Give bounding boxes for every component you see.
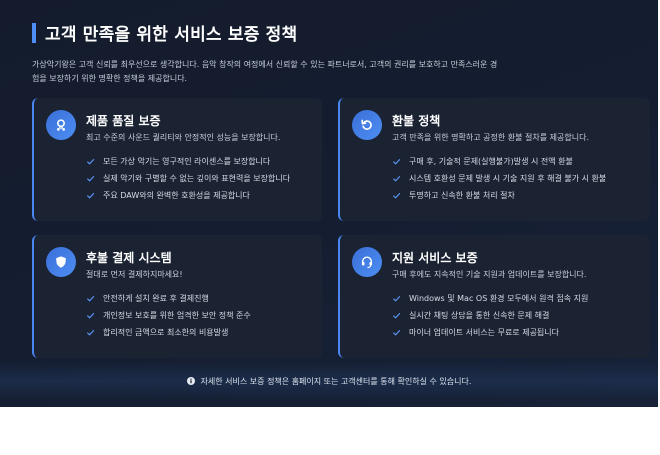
list-item-text: Windows 및 Mac OS 환경 모두에서 원격 접속 지원 [409, 294, 589, 303]
intro-text: 가상악기왕은 고객 신뢰를 최우선으로 생각합니다. 음악 창작의 여정에서 신… [32, 60, 498, 83]
list-item: 개인정보 보호를 위한 엄격한 보안 정책 준수 [86, 307, 251, 324]
list-item: 마이너 업데이트 서비스는 무료로 제공됩니다 [392, 324, 588, 341]
card-feature-list: 안전하게 설치 완료 후 결제진행 개인정보 보호를 위한 엄격한 보안 정책 … [86, 290, 251, 341]
card-deferred-payment: 후불 결제 시스템 절대로 먼저 결제하지마세요! 안전하게 설치 완료 후 결… [32, 235, 322, 358]
service-guarantee-panel: 고객 만족을 위한 서비스 보증 정책 가상악기왕은 고객 신뢰를 최우선으로 … [0, 0, 658, 407]
card-feature-list: Windows 및 Mac OS 환경 모두에서 원격 접속 지원 실시간 채팅… [392, 290, 588, 341]
list-item: 구매 후, 기술적 문제(실행불가)발생 시 전액 환불 [392, 153, 606, 170]
award-icon [46, 110, 76, 140]
list-item-text: 구매 후, 기술적 문제(실행불가)발생 시 전액 환불 [409, 157, 573, 166]
check-icon [86, 174, 95, 183]
list-item-text: 합리적인 금액으로 최소한의 비용발생 [103, 328, 229, 337]
card-feature-list: 모든 가상 악기는 영구적인 라이센스를 보장합니다 실제 악기와 구별할 수 … [86, 153, 290, 204]
check-icon [86, 294, 95, 303]
check-icon [392, 174, 401, 183]
list-item-text: 시스템 호환성 문제 발생 시 기술 지원 후 해결 불가 시 환불 [409, 174, 607, 183]
check-icon [392, 328, 401, 337]
list-item: 안전하게 설치 완료 후 결제진행 [86, 290, 251, 307]
list-item: 주요 DAW와의 완벽한 호환성을 제공합니다 [86, 187, 290, 204]
page-title: 고객 만족을 위한 서비스 보증 정책 [45, 25, 298, 45]
list-item-text: 실제 악기와 구별할 수 없는 깊이와 표현력을 보장합니다 [103, 174, 291, 183]
check-icon [392, 157, 401, 166]
list-item: 실시간 채팅 상담을 통한 신속한 문제 해결 [392, 307, 588, 324]
list-item-text: 안전하게 설치 완료 후 결제진행 [103, 294, 209, 303]
card-description: 고객 만족을 위한 명확하고 공정한 환불 절차를 제공합니다. [392, 133, 589, 142]
list-item: 모든 가상 악기는 영구적인 라이센스를 보장합니다 [86, 153, 290, 170]
card-title: 지원 서비스 보증 [392, 251, 478, 265]
check-icon [86, 328, 95, 337]
card-support-service: 지원 서비스 보증 구매 후에도 지속적인 기술 지원과 업데이트를 보장합니다… [338, 235, 650, 358]
list-item: 실제 악기와 구별할 수 없는 깊이와 표현력을 보장합니다 [86, 170, 290, 187]
title-accent-bar [32, 22, 36, 43]
list-item-text: 개인정보 보호를 위한 엄격한 보안 정책 준수 [103, 311, 251, 320]
list-item-text: 모든 가상 악기는 영구적인 라이센스를 보장합니다 [103, 157, 271, 166]
card-feature-list: 구매 후, 기술적 문제(실행불가)발생 시 전액 환불 시스템 호환성 문제 … [392, 153, 606, 204]
footer-text: 자세한 서비스 보증 정책은 홈페이지 또는 고객센터를 통해 확인하실 수 있… [200, 376, 472, 386]
card-title: 제품 품질 보증 [86, 114, 161, 128]
list-item: 투명하고 신속한 환불 처리 절차 [392, 187, 606, 204]
headset-icon [352, 247, 382, 277]
card-title: 후불 결제 시스템 [86, 251, 172, 265]
list-item-text: 마이너 업데이트 서비스는 무료로 제공됩니다 [409, 328, 560, 337]
card-product-quality: 제품 품질 보증 최고 수준의 사운드 퀄리티와 안정적인 성능을 보장합니다.… [32, 98, 322, 221]
list-item-text: 주요 DAW와의 완벽한 호환성을 제공합니다 [103, 191, 250, 200]
check-icon [392, 294, 401, 303]
check-icon [86, 311, 95, 320]
page-header: 고객 만족을 위한 서비스 보증 정책 [32, 20, 297, 45]
list-item: 합리적인 금액으로 최소한의 비용발생 [86, 324, 251, 341]
check-icon [392, 191, 401, 200]
check-icon [86, 157, 95, 166]
list-item: 시스템 호환성 문제 발생 시 기술 지원 후 해결 불가 시 환불 [392, 170, 606, 187]
check-icon [86, 191, 95, 200]
list-item-text: 투명하고 신속한 환불 처리 절차 [409, 191, 515, 200]
card-title: 환불 정책 [392, 114, 441, 128]
list-item: Windows 및 Mac OS 환경 모두에서 원격 접속 지원 [392, 290, 588, 307]
footer-notice: 자세한 서비스 보증 정책은 홈페이지 또는 고객센터를 통해 확인하실 수 있… [0, 362, 658, 400]
list-item-text: 실시간 채팅 상담을 통한 신속한 문제 해결 [409, 311, 550, 320]
undo-icon [352, 110, 382, 140]
info-icon [186, 377, 195, 385]
card-refund-policy: 환불 정책 고객 만족을 위한 명확하고 공정한 환불 절차를 제공합니다. 구… [338, 98, 650, 221]
card-description: 구매 후에도 지속적인 기술 지원과 업데이트를 보장합니다. [392, 270, 587, 279]
card-description: 절대로 먼저 결제하지마세요! [86, 270, 183, 279]
check-icon [392, 311, 401, 320]
card-description: 최고 수준의 사운드 퀄리티와 안정적인 성능을 보장합니다. [86, 133, 281, 142]
shield-icon [46, 247, 76, 277]
